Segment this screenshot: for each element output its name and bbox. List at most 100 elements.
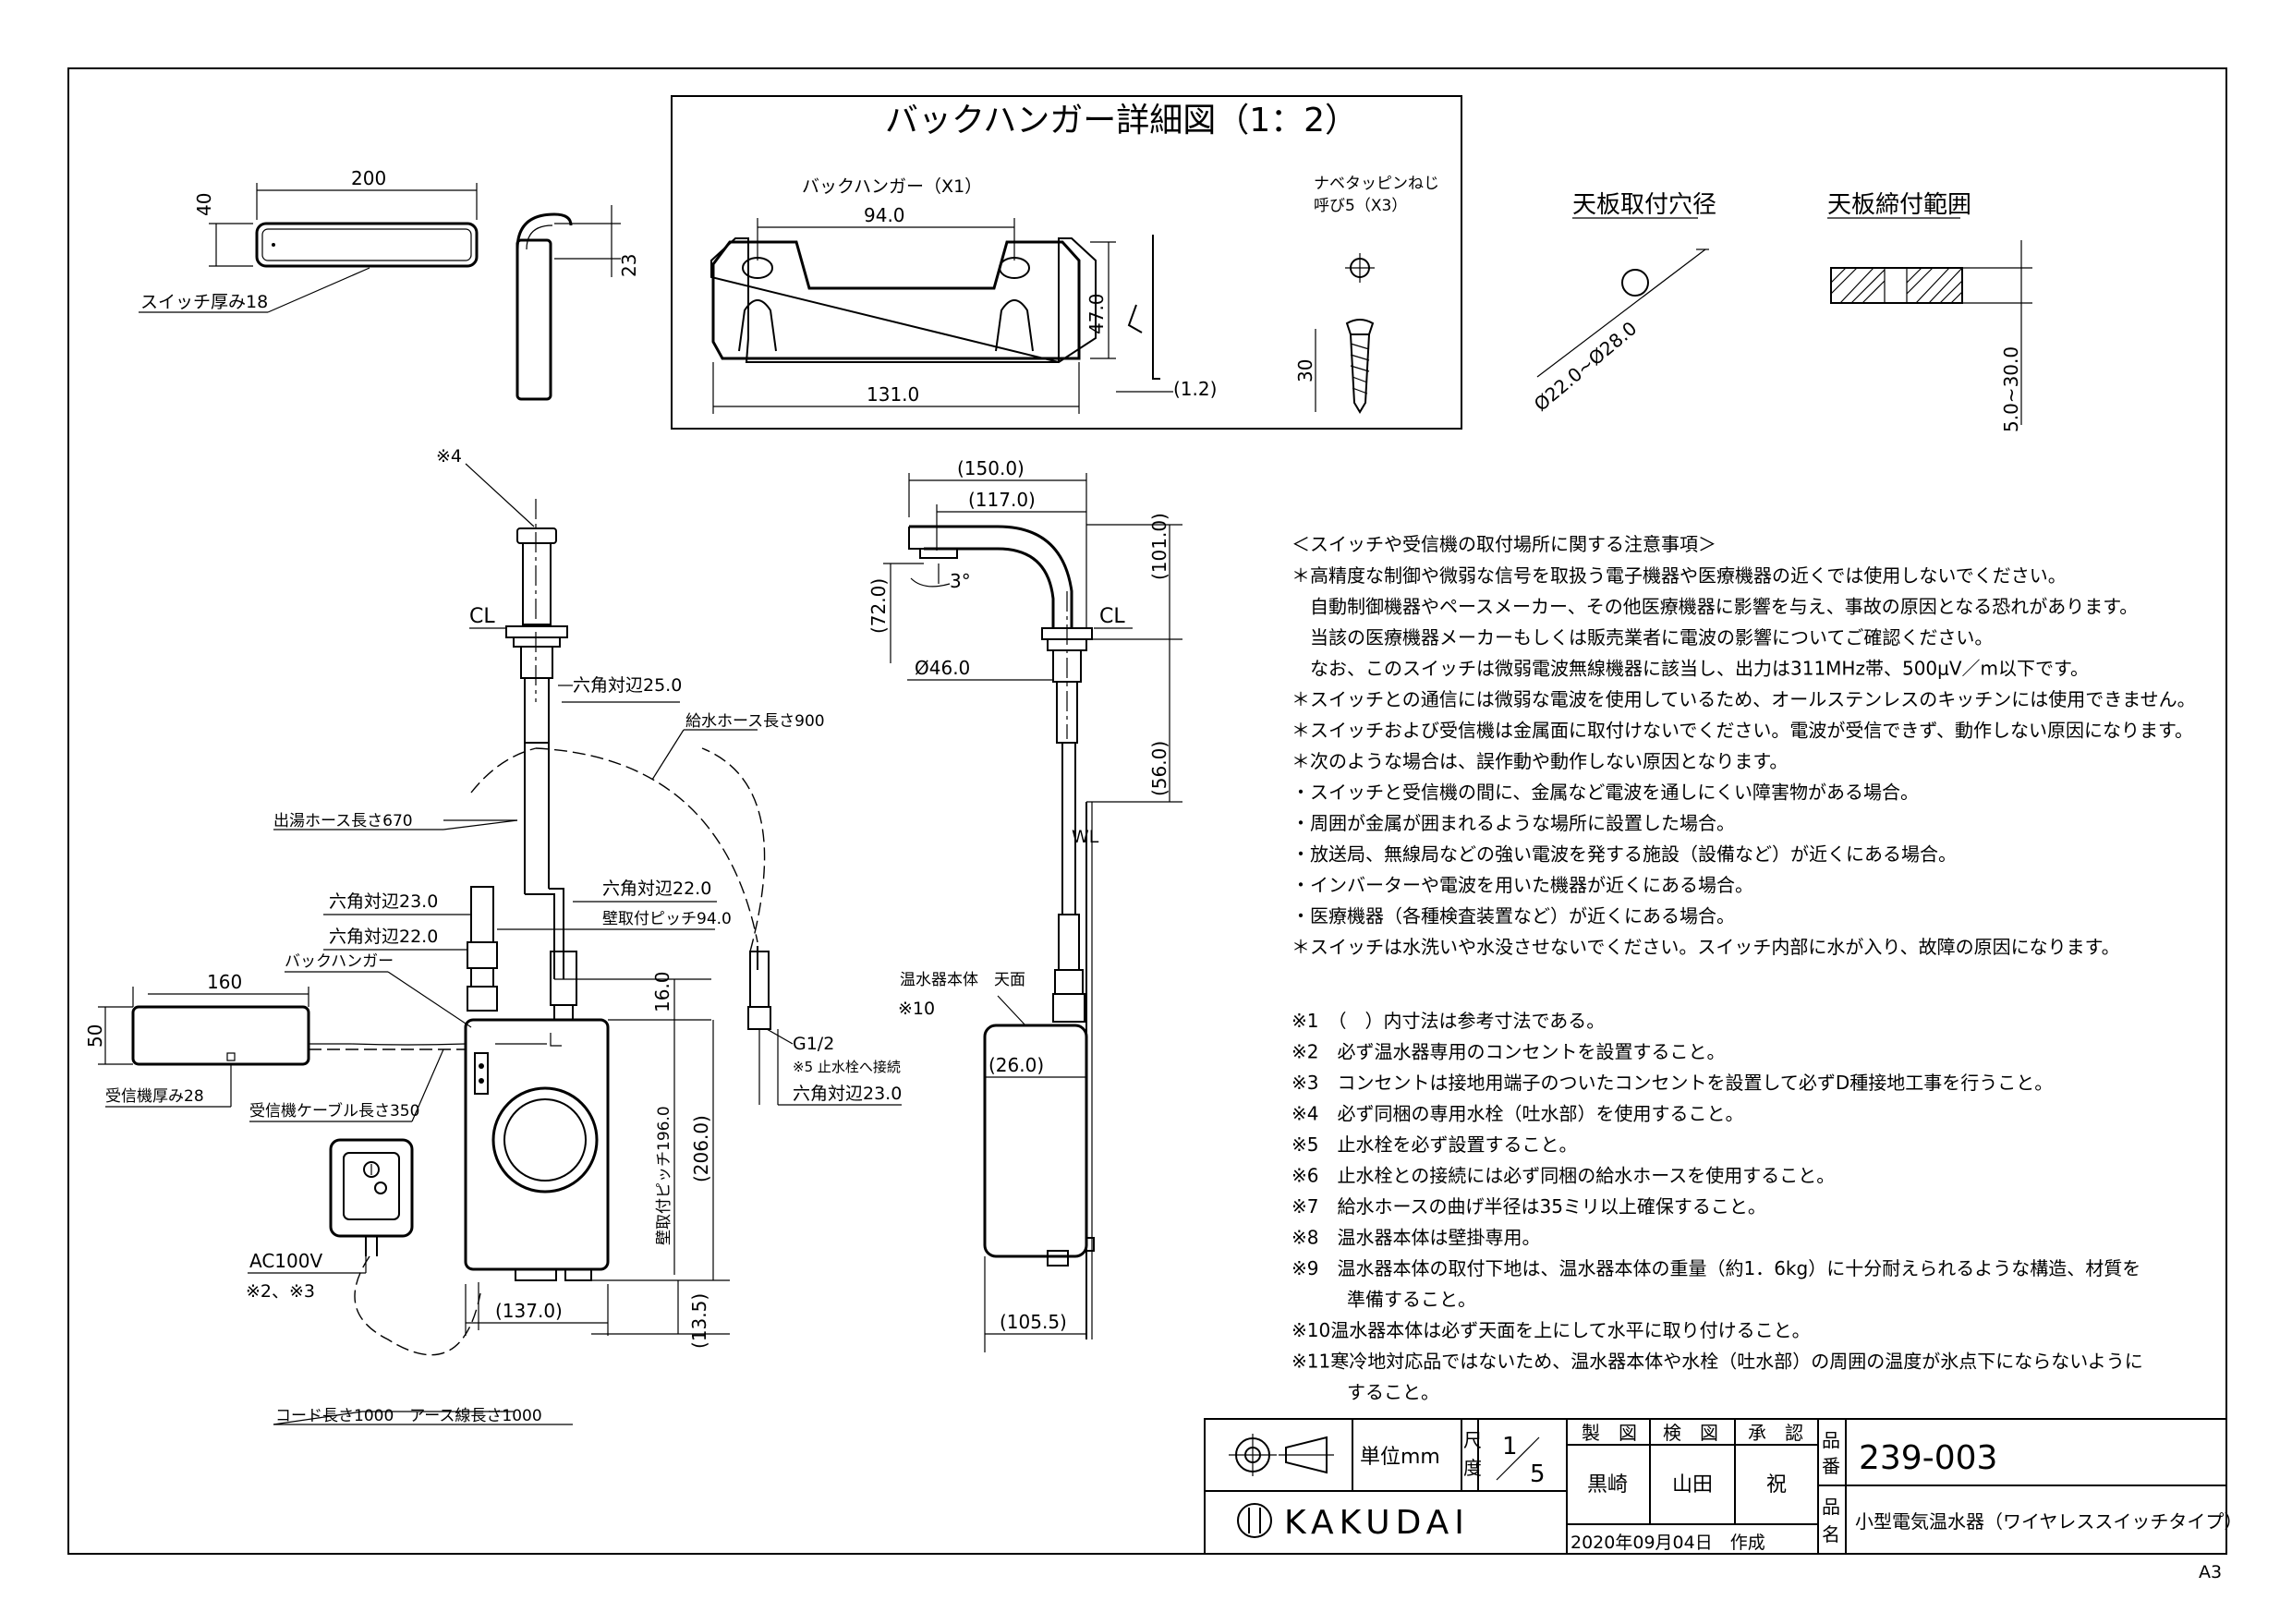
side-dim-56: (56.0)	[1148, 741, 1170, 796]
caution-line: ・インバーターや電波を用いた機器が近くにある場合。	[1292, 874, 1753, 896]
dim-12: (1.2)	[1173, 378, 1217, 400]
caution-line: 当該の医療機器メーカーもしくは販売業者に電波の影響についてご確認ください。	[1292, 626, 1993, 648]
part-no: 239-003	[1859, 1439, 1997, 1477]
side-dim-72: (72.0)	[867, 578, 890, 634]
screw-label-1: ナベタッピンねじ	[1314, 175, 1439, 193]
product-name: 小型電気温水器（ワイヤレススイッチタイプ）	[1855, 1510, 2242, 1533]
caution-line: ＊スイッチは水洗いや水没させないでください。スイッチ内部に水が入り、故障の原因に…	[1292, 936, 2120, 958]
title-block: 単位mm 尺 度 1 5 製 図 検 図 承 認 黒崎 山田 祝 品 番 239…	[1204, 1418, 2242, 1555]
supply-hose-label: 給水ホース長さ900	[685, 712, 825, 731]
receiver-thick: 受信機厚み28	[105, 1087, 204, 1106]
side-view: (150.0) (117.0) 3° (72.0) CL (101.0) Ø46…	[867, 457, 1182, 1352]
part-no-label-2: 番	[1822, 1455, 1840, 1477]
dim-131: 131.0	[867, 383, 919, 406]
sheet-border	[67, 67, 2227, 1555]
detail-title: バックハンガー詳細図（1：2）	[885, 102, 1358, 139]
side-dim-150: (150.0)	[957, 457, 1025, 479]
range-title: 天板締付範囲	[1827, 191, 1971, 219]
receiver-cable: 受信機ケーブル長さ350	[249, 1101, 419, 1121]
hex25-label: 六角対辺25.0	[573, 675, 682, 696]
notes-block: ＜スイッチや受信機の取付場所に関する注意事項＞ ＊高精度な制御や微弱な信号を取扱…	[1292, 533, 2196, 1403]
hanger-label: バックハンガー（X1）	[802, 176, 982, 197]
hole-title: 天板取付穴径	[1572, 191, 1716, 219]
scale-num: 1	[1502, 1433, 1518, 1460]
note-line: ※5 止水栓を必ず設置すること。	[1292, 1133, 1577, 1156]
caution-line: なお、このスイッチは微弱電波無線機器に該当し、出力は311MHz帯、500μV／…	[1292, 658, 2089, 680]
ac100v-label: AC100V	[249, 1250, 322, 1272]
pitch94-label: 壁取付ピッチ94.0	[602, 910, 732, 928]
note-line: ※2 必ず温水器専用のコンセントを設置すること。	[1292, 1041, 1725, 1063]
switch-dim-200: 200	[351, 167, 386, 189]
caution-line: ・医療機器（各種検査装置など）が近くにある場合。	[1292, 905, 1735, 927]
note-line: ※4 必ず同梱の専用水栓（吐水部）を使用すること。	[1292, 1103, 1743, 1125]
note-line: すること。	[1292, 1381, 1439, 1403]
hex23a-label: 六角対辺23.0	[329, 891, 438, 912]
side-dim-117: (117.0)	[968, 489, 1036, 511]
approved-name: 祝	[1766, 1473, 1787, 1497]
sheet-size: A3	[2199, 1562, 2222, 1582]
note23-label: ※2、※3	[246, 1281, 315, 1302]
dim-137: (137.0)	[495, 1300, 563, 1322]
notes-heading: ＜スイッチや受信機の取付場所に関する注意事項＞	[1292, 533, 1716, 555]
dim-135: (13.5)	[688, 1293, 710, 1349]
dim-50: 50	[84, 1024, 106, 1048]
front-cl: CL	[469, 605, 495, 628]
heater-top-label: 温水器本体 天面	[900, 971, 1025, 989]
note-line: ※3 コンセントは接地用端子のついたコンセントを設置して必ずD種接地工事を行うこ…	[1292, 1072, 2053, 1094]
note-line: 準備すること。	[1292, 1289, 1476, 1311]
pitch196-label: 壁取付ピッチ196.0	[655, 1106, 673, 1245]
note-line: ※11寒冷地対応品ではないため、温水器本体や水栓（吐水部）の周囲の温度が氷点下に…	[1292, 1351, 2143, 1373]
back-hanger-label: バックハンガー	[285, 952, 394, 971]
scale-den: 5	[1530, 1460, 1546, 1488]
caution-line: ・放送局、無線局などの強い電波を発する施設（設備など）が近くにある場合。	[1292, 843, 1957, 866]
logo-text: KAKUDAI	[1284, 1504, 1470, 1542]
front-view: ※4 CL 六角対辺25.0 給水ホース長さ900 出湯ホース長さ670	[84, 446, 902, 1425]
checked-name: 山田	[1672, 1473, 1713, 1497]
range-dim: 5.0~30.0	[2000, 346, 2022, 432]
side-cl: CL	[1099, 605, 1125, 628]
switch-top-view: 200 40 スイッチ厚み18	[139, 167, 479, 313]
caution-line: ＊高精度な制御や微弱な信号を取扱う電子機器や医療機器の近くでは使用しないでくださ…	[1292, 564, 2067, 587]
dim-206: (206.0)	[690, 1115, 712, 1182]
back-hanger-detail: バックハンガー詳細図（1：2） バックハンガー（X1） 94.0 47.0 13…	[671, 95, 1462, 430]
dim-160: 160	[207, 971, 242, 993]
hole-dim: Ø22.0~Ø28.0	[1530, 317, 1642, 416]
side-dim-1055: (105.5)	[1000, 1311, 1067, 1333]
note-line: ※9 温水器本体の取付下地は、温水器本体の重量（約1．6kg）に十分耐えられるよ…	[1292, 1257, 2140, 1279]
caution-line: 自動制御機器やペースメーカー、その他医療機器に影響を与え、事故の原因となる恐れが…	[1292, 596, 2138, 618]
screw-label-2: 呼び5（X3）	[1314, 197, 1407, 215]
caution-line: ・周囲が金属が囲まれるような場所に設置した場合。	[1292, 812, 1735, 834]
hex22a-label: 六角対辺22.0	[329, 927, 438, 947]
caution-line: ＊次のような場合は、誤作動や動作しない原因となります。	[1292, 750, 1788, 772]
note-line: ※8 温水器本体は壁掛専用。	[1292, 1227, 1540, 1249]
drawn-name: 黒崎	[1587, 1473, 1628, 1497]
kakudai-logo-icon	[1237, 1503, 1272, 1538]
caution-line: ＊スイッチとの通信には微弱な電波を使用しているため、オールステンレスのキッチンに…	[1292, 688, 2196, 710]
note-line: ※7 給水ホースの曲げ半径は35ミリ以上確保すること。	[1292, 1195, 1766, 1218]
dim-94: 94.0	[864, 204, 905, 226]
side-dia46: Ø46.0	[915, 657, 970, 679]
hex22b-label: 六角対辺22.0	[602, 879, 711, 899]
dim-47: 47.0	[1085, 293, 1108, 334]
switch-thickness: スイッチ厚み18	[140, 292, 268, 312]
note-line: ※6 止水栓との接続には必ず同梱の給水ホースを使用すること。	[1292, 1165, 1835, 1187]
top-plate-hole: 天板取付穴径 Ø22.0~Ø28.0	[1530, 191, 1716, 416]
note5-label: ※5 止水栓へ接続	[793, 1059, 901, 1075]
hex23b-label: 六角対辺23.0	[793, 1084, 902, 1104]
approved-label: 承 認	[1748, 1422, 1803, 1444]
side-angle: 3°	[950, 570, 971, 592]
name-label-2: 名	[1822, 1523, 1840, 1545]
g12-label: G1/2	[793, 1034, 834, 1054]
note4-label: ※4	[436, 446, 462, 467]
name-label-1: 品	[1822, 1496, 1840, 1518]
switch-dim-23: 23	[618, 254, 640, 277]
caution-line: ・スイッチと受信機の間に、金属など電波を通しにくい障害物がある場合。	[1292, 782, 1919, 804]
switch-dim-40: 40	[193, 193, 215, 216]
part-no-label-1: 品	[1822, 1429, 1840, 1451]
side-dim-101: (101.0)	[1148, 513, 1170, 580]
note10-label: ※10	[898, 999, 935, 1019]
dim-16: 16.0	[651, 971, 673, 1012]
checked-label: 検 図	[1663, 1422, 1718, 1444]
date-label: 2020年09月04日 作成	[1570, 1533, 1765, 1553]
